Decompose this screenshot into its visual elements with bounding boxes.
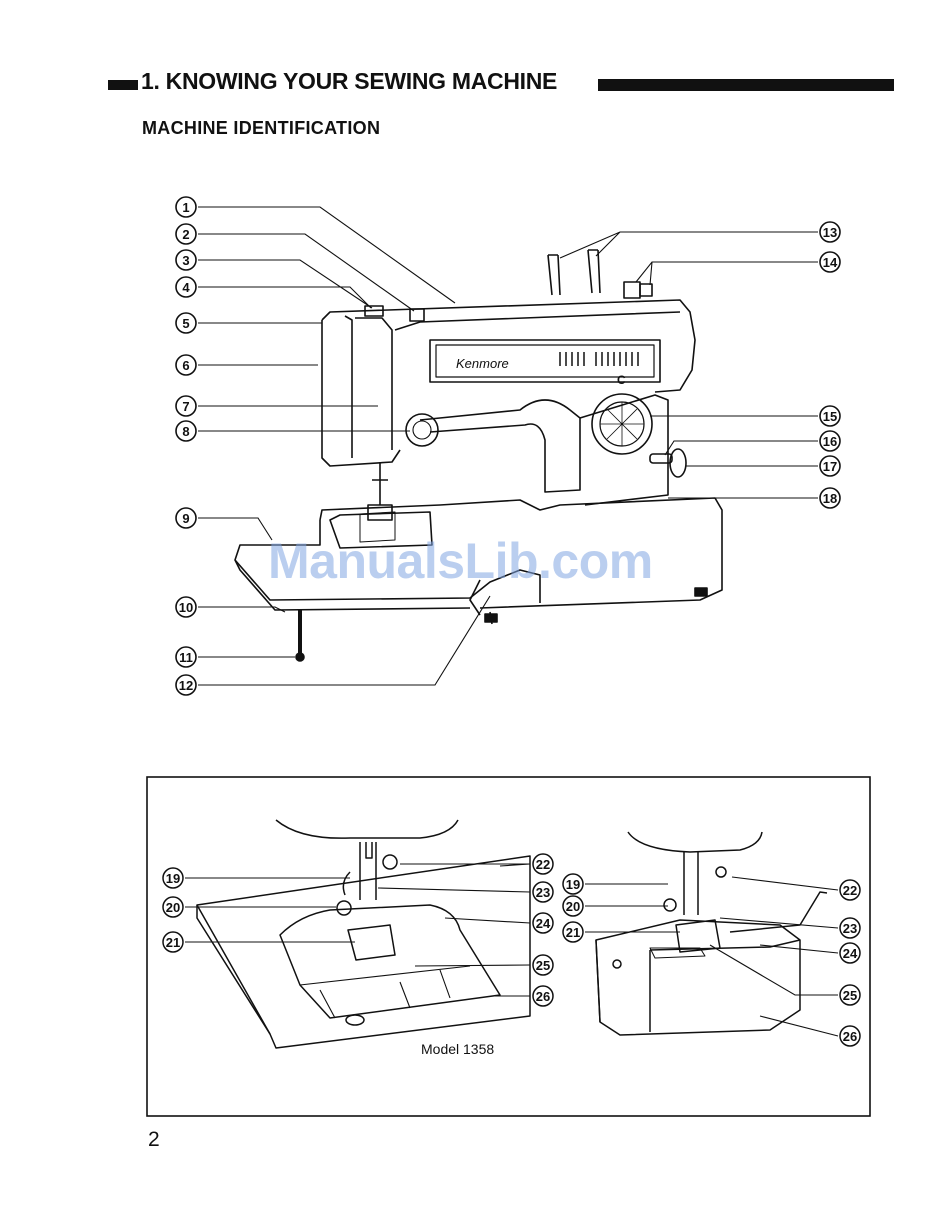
dial-letter: C xyxy=(617,373,626,387)
callout-inset-left-23: 23 xyxy=(533,882,553,902)
svg-text:20: 20 xyxy=(566,899,580,914)
svg-text:21: 21 xyxy=(166,935,180,950)
callout-inset-left-25: 25 xyxy=(533,955,553,975)
callout-inset-right-26: 26 xyxy=(840,1026,860,1046)
svg-text:19: 19 xyxy=(166,871,180,886)
svg-text:19: 19 xyxy=(566,877,580,892)
svg-text:24: 24 xyxy=(843,946,858,961)
svg-text:17: 17 xyxy=(823,459,837,474)
watermark: ManualsLib.com xyxy=(268,532,653,590)
callout-inset-right-23: 23 xyxy=(840,918,860,938)
callout-inset-left-21: 21 xyxy=(163,932,183,952)
svg-text:25: 25 xyxy=(536,958,550,973)
svg-text:5: 5 xyxy=(182,316,189,331)
svg-text:4: 4 xyxy=(182,280,190,295)
svg-text:9: 9 xyxy=(182,511,189,526)
callout-inset-left-19: 19 xyxy=(163,868,183,888)
callout-inset-left-20: 20 xyxy=(163,897,183,917)
callouts-left-inset: 19 20 21 22 23 24 25 26 xyxy=(163,854,553,1006)
svg-text:2: 2 xyxy=(182,227,189,242)
callout-2: 2 xyxy=(176,224,196,244)
callout-9: 9 xyxy=(176,508,196,528)
callout-inset-right-22: 22 xyxy=(840,880,860,900)
callout-6: 6 xyxy=(176,355,196,375)
svg-text:24: 24 xyxy=(536,916,551,931)
svg-text:23: 23 xyxy=(536,885,550,900)
page-number: 2 xyxy=(148,1128,160,1152)
svg-text:22: 22 xyxy=(843,883,857,898)
svg-text:15: 15 xyxy=(823,409,837,424)
svg-text:18: 18 xyxy=(823,491,837,506)
svg-text:10: 10 xyxy=(179,600,193,615)
svg-text:20: 20 xyxy=(166,900,180,915)
svg-text:23: 23 xyxy=(843,921,857,936)
callout-inset-right-19: 19 xyxy=(563,874,583,894)
callout-8: 8 xyxy=(176,421,196,441)
svg-text:8: 8 xyxy=(182,424,189,439)
callout-4: 4 xyxy=(176,277,196,297)
callout-10: 10 xyxy=(176,597,196,617)
callout-inset-right-21: 21 xyxy=(563,922,583,942)
callout-inset-right-25: 25 xyxy=(840,985,860,1005)
stitch-indicator-strip xyxy=(560,352,638,366)
callout-inset-left-26: 26 xyxy=(533,986,553,1006)
callout-13: 13 xyxy=(820,222,840,242)
svg-text:16: 16 xyxy=(823,434,837,449)
svg-text:1: 1 xyxy=(182,200,189,215)
leader-lines-main xyxy=(198,207,818,685)
svg-text:21: 21 xyxy=(566,925,580,940)
callout-inset-left-24: 24 xyxy=(533,913,553,933)
callout-11: 11 xyxy=(176,647,196,667)
svg-text:13: 13 xyxy=(823,225,837,240)
svg-text:25: 25 xyxy=(843,988,857,1003)
callout-inset-right-24: 24 xyxy=(840,943,860,963)
callout-17: 17 xyxy=(820,456,840,476)
svg-text:14: 14 xyxy=(823,255,838,270)
callout-18: 18 xyxy=(820,488,840,508)
svg-text:26: 26 xyxy=(536,989,550,1004)
model-label: Model 1358 xyxy=(421,1041,494,1057)
callout-inset-left-22: 22 xyxy=(533,854,553,874)
svg-text:11: 11 xyxy=(179,650,193,665)
callout-3: 3 xyxy=(176,250,196,270)
callout-5: 5 xyxy=(176,313,196,333)
callout-14: 14 xyxy=(820,252,840,272)
svg-text:12: 12 xyxy=(179,678,193,693)
callout-12: 12 xyxy=(176,675,196,695)
callout-16: 16 xyxy=(820,431,840,451)
svg-text:6: 6 xyxy=(182,358,189,373)
callout-15: 15 xyxy=(820,406,840,426)
brand-logo: Kenmore xyxy=(456,356,509,371)
svg-text:3: 3 xyxy=(182,253,189,268)
callout-7: 7 xyxy=(176,396,196,416)
leader-lines-inset xyxy=(185,864,838,1036)
callouts-main: 1 2 3 4 5 6 7 8 9 10 11 12 13 14 15 16 1… xyxy=(176,197,840,695)
flatbed-plate-drawing xyxy=(197,820,530,1048)
svg-text:26: 26 xyxy=(843,1029,857,1044)
sewing-machine-drawing xyxy=(235,250,722,661)
callout-inset-right-20: 20 xyxy=(563,896,583,916)
freearm-drawing xyxy=(596,832,827,1035)
callout-1: 1 xyxy=(176,197,196,217)
svg-text:7: 7 xyxy=(182,399,189,414)
svg-text:22: 22 xyxy=(536,857,550,872)
